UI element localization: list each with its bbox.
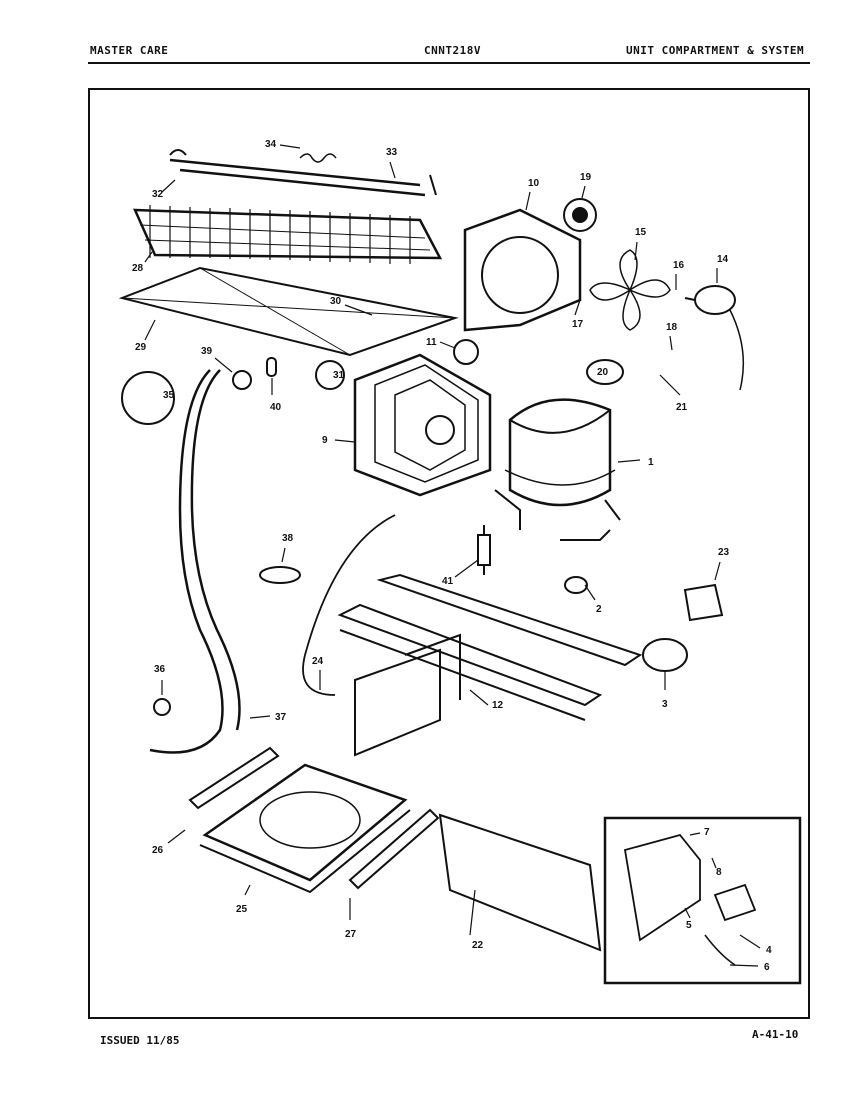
inset-box [603,816,802,985]
wire-harness [302,514,396,696]
access-cover [438,813,602,952]
brand-label: MASTER CARE [90,44,169,57]
callout-31: 31 [333,370,345,381]
grommet-39 [232,370,252,390]
mounting-rails [337,573,643,757]
fan-motor [694,285,736,315]
relay-box [683,583,724,622]
inset-3 [642,638,688,672]
grommet-11 [453,339,479,365]
callout-16: 16 [673,260,685,271]
drain-pan [199,763,411,894]
callout-30: 30 [330,296,342,307]
callout-26: 26 [152,845,164,856]
callout-35: 35 [163,390,175,401]
header-rule [88,62,810,64]
coil-cover [118,266,459,357]
callout-15: 15 [635,227,647,238]
heater-wire [299,153,337,163]
callout-38: 38 [282,533,294,544]
callout-6: 6 [764,962,770,973]
filter-drier [477,534,491,566]
callout-2: 2 [596,604,602,615]
callout-22: 22 [472,940,484,951]
compressor [494,398,621,541]
callout-28: 28 [132,263,144,274]
bracket-right [348,808,440,890]
grommet [563,198,597,232]
callout-18: 18 [666,322,678,333]
callout-1: 1 [648,457,654,468]
callout-14: 14 [717,254,729,265]
callout-9: 9 [322,435,328,446]
callout-33: 33 [386,147,398,158]
callout-12: 12 [492,700,504,711]
callout-5: 5 [686,920,692,931]
callout-17: 17 [572,319,584,330]
callout-27: 27 [345,929,357,940]
callout-3: 3 [662,699,668,710]
clip-31 [315,360,345,390]
callout-24: 24 [312,656,324,667]
grommet-2 [564,576,588,594]
callout-10: 10 [528,178,540,189]
bracket-left [188,746,280,810]
inset-35 [121,371,175,425]
callout-23: 23 [718,547,730,558]
clip-20 [586,359,624,385]
callout-7: 7 [704,827,710,838]
callout-19: 19 [580,172,592,183]
section-title: UNIT COMPARTMENT & SYSTEM [626,44,805,57]
condenser-fan-assembly [353,353,492,497]
callout-36: 36 [154,664,166,675]
callout-37: 37 [275,712,287,723]
diagram-frame [88,88,810,1019]
condenser-coil [133,205,443,264]
callout-4: 4 [766,945,772,956]
callout-11: 11 [426,337,437,348]
grommet-small [153,698,171,716]
fan-blade [589,249,671,331]
issued-date: ISSUED 11/85 [100,1034,180,1047]
callout-34: 34 [265,139,277,150]
callout-25: 25 [236,904,248,915]
callout-20: 20 [597,367,609,378]
drain-tube [169,158,426,197]
callout-39: 39 [201,346,213,357]
tube-clamp [259,566,301,584]
capillary-tubes [149,369,241,754]
callout-41: 41 [442,576,454,587]
callout-29: 29 [135,342,147,353]
callout-32: 32 [152,189,164,200]
callout-8: 8 [716,867,722,878]
page-code: A-41-10 [752,1028,799,1041]
plug-40 [266,357,277,377]
callout-40: 40 [270,402,282,413]
callout-21: 21 [676,402,688,413]
model-number: CNNT218V [424,44,481,57]
